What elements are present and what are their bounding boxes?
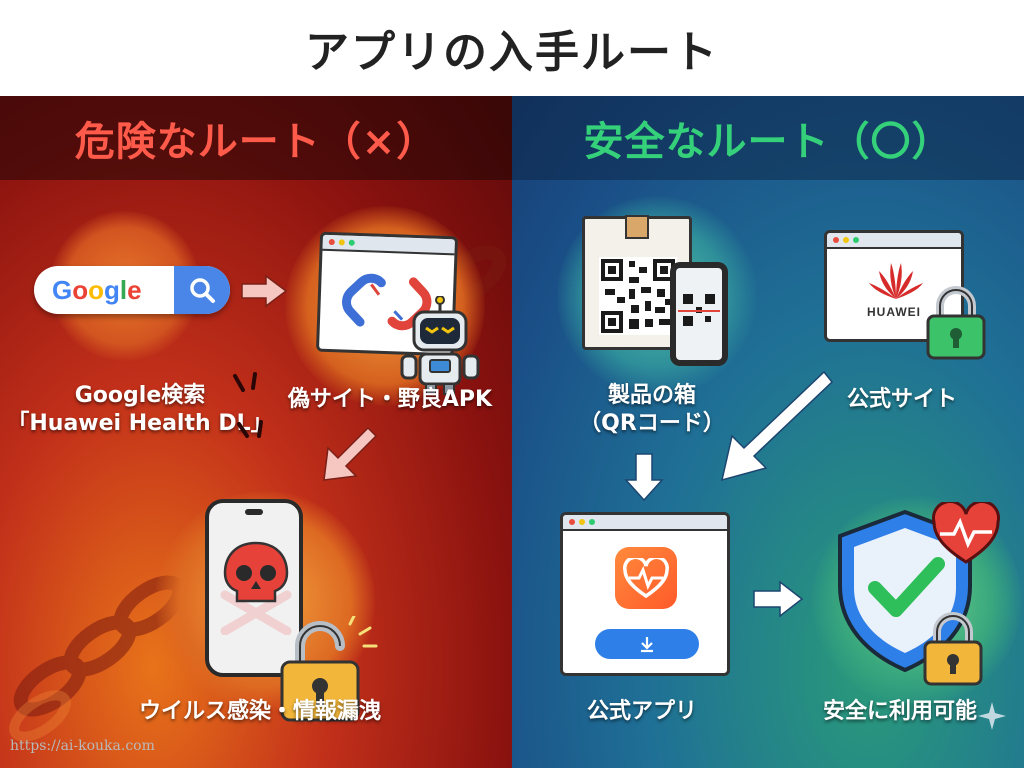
infected-phone — [205, 499, 303, 677]
browser-title-bar — [827, 233, 961, 249]
product-box-label-line1: 製品の箱 — [607, 383, 696, 408]
green-lock-icon — [926, 286, 986, 360]
safe-usage-label: 安全に利用可能 — [822, 699, 977, 724]
page-title: アプリの入手ルート — [305, 27, 719, 78]
gold-lock-icon — [923, 612, 983, 686]
broken-lock-icon — [280, 616, 378, 722]
health-app-icon — [615, 547, 677, 609]
break-marks-icon — [233, 372, 263, 438]
product-box-label-line2: （QRコード） — [579, 410, 725, 436]
scanning-smartphone — [670, 262, 728, 366]
arrow-right-icon — [753, 580, 804, 618]
arrow-down-left-icon — [323, 426, 378, 481]
heart-pulse-icon — [932, 502, 1000, 564]
safe-route-heading: 安全なルート（〇） — [583, 119, 953, 165]
browser-title-bar — [563, 515, 727, 531]
huawei-logo-icon — [869, 263, 923, 299]
product-box-label: 製品の箱 （QRコード） — [552, 382, 752, 437]
download-button[interactable] — [595, 629, 699, 659]
download-icon — [641, 637, 653, 653]
google-search-label-line2: 「Huawei Health DL」 — [7, 410, 273, 436]
qr-code-icon — [599, 257, 677, 335]
google-search-label: Google検索 「Huawei Health DL」 — [0, 382, 280, 437]
official-app-window — [560, 512, 730, 676]
danger-route-heading: 危険なルート（×） — [74, 119, 438, 165]
footer-url: https://ai-kouka.com — [10, 738, 155, 754]
safe-panel-header: 安全なルート（〇） — [512, 96, 1024, 180]
safe-route-panel: 安全なルート（〇） — [512, 96, 1024, 768]
google-logo: Google — [52, 274, 142, 305]
sparkle-icon — [978, 702, 1006, 730]
search-icon — [174, 266, 230, 314]
shield-check-icon — [838, 509, 972, 673]
arrow-down-icon — [624, 453, 664, 502]
robot-icon — [400, 296, 480, 395]
official-site-label: 公式サイト — [846, 387, 957, 412]
title-bar: アプリの入手ルート — [0, 0, 1024, 96]
google-search-label-line1: Google検索 — [74, 383, 206, 408]
arrow-down-left-icon — [720, 370, 834, 482]
danger-panel-header: 危険なルート（×） — [0, 96, 512, 180]
infection-label: ウイルス感染・情報漏洩 — [138, 699, 381, 724]
arrow-right-icon — [241, 274, 288, 308]
danger-route-panel: 危険なルート（×） Google — [0, 96, 512, 768]
google-search-bar: Google — [34, 266, 230, 314]
skull-icon — [220, 541, 292, 635]
huawei-brand-text: HUAWEI — [867, 305, 921, 319]
official-app-label: 公式アプリ — [586, 699, 697, 724]
fake-site-label: 偽サイト・野良APK — [287, 387, 493, 412]
